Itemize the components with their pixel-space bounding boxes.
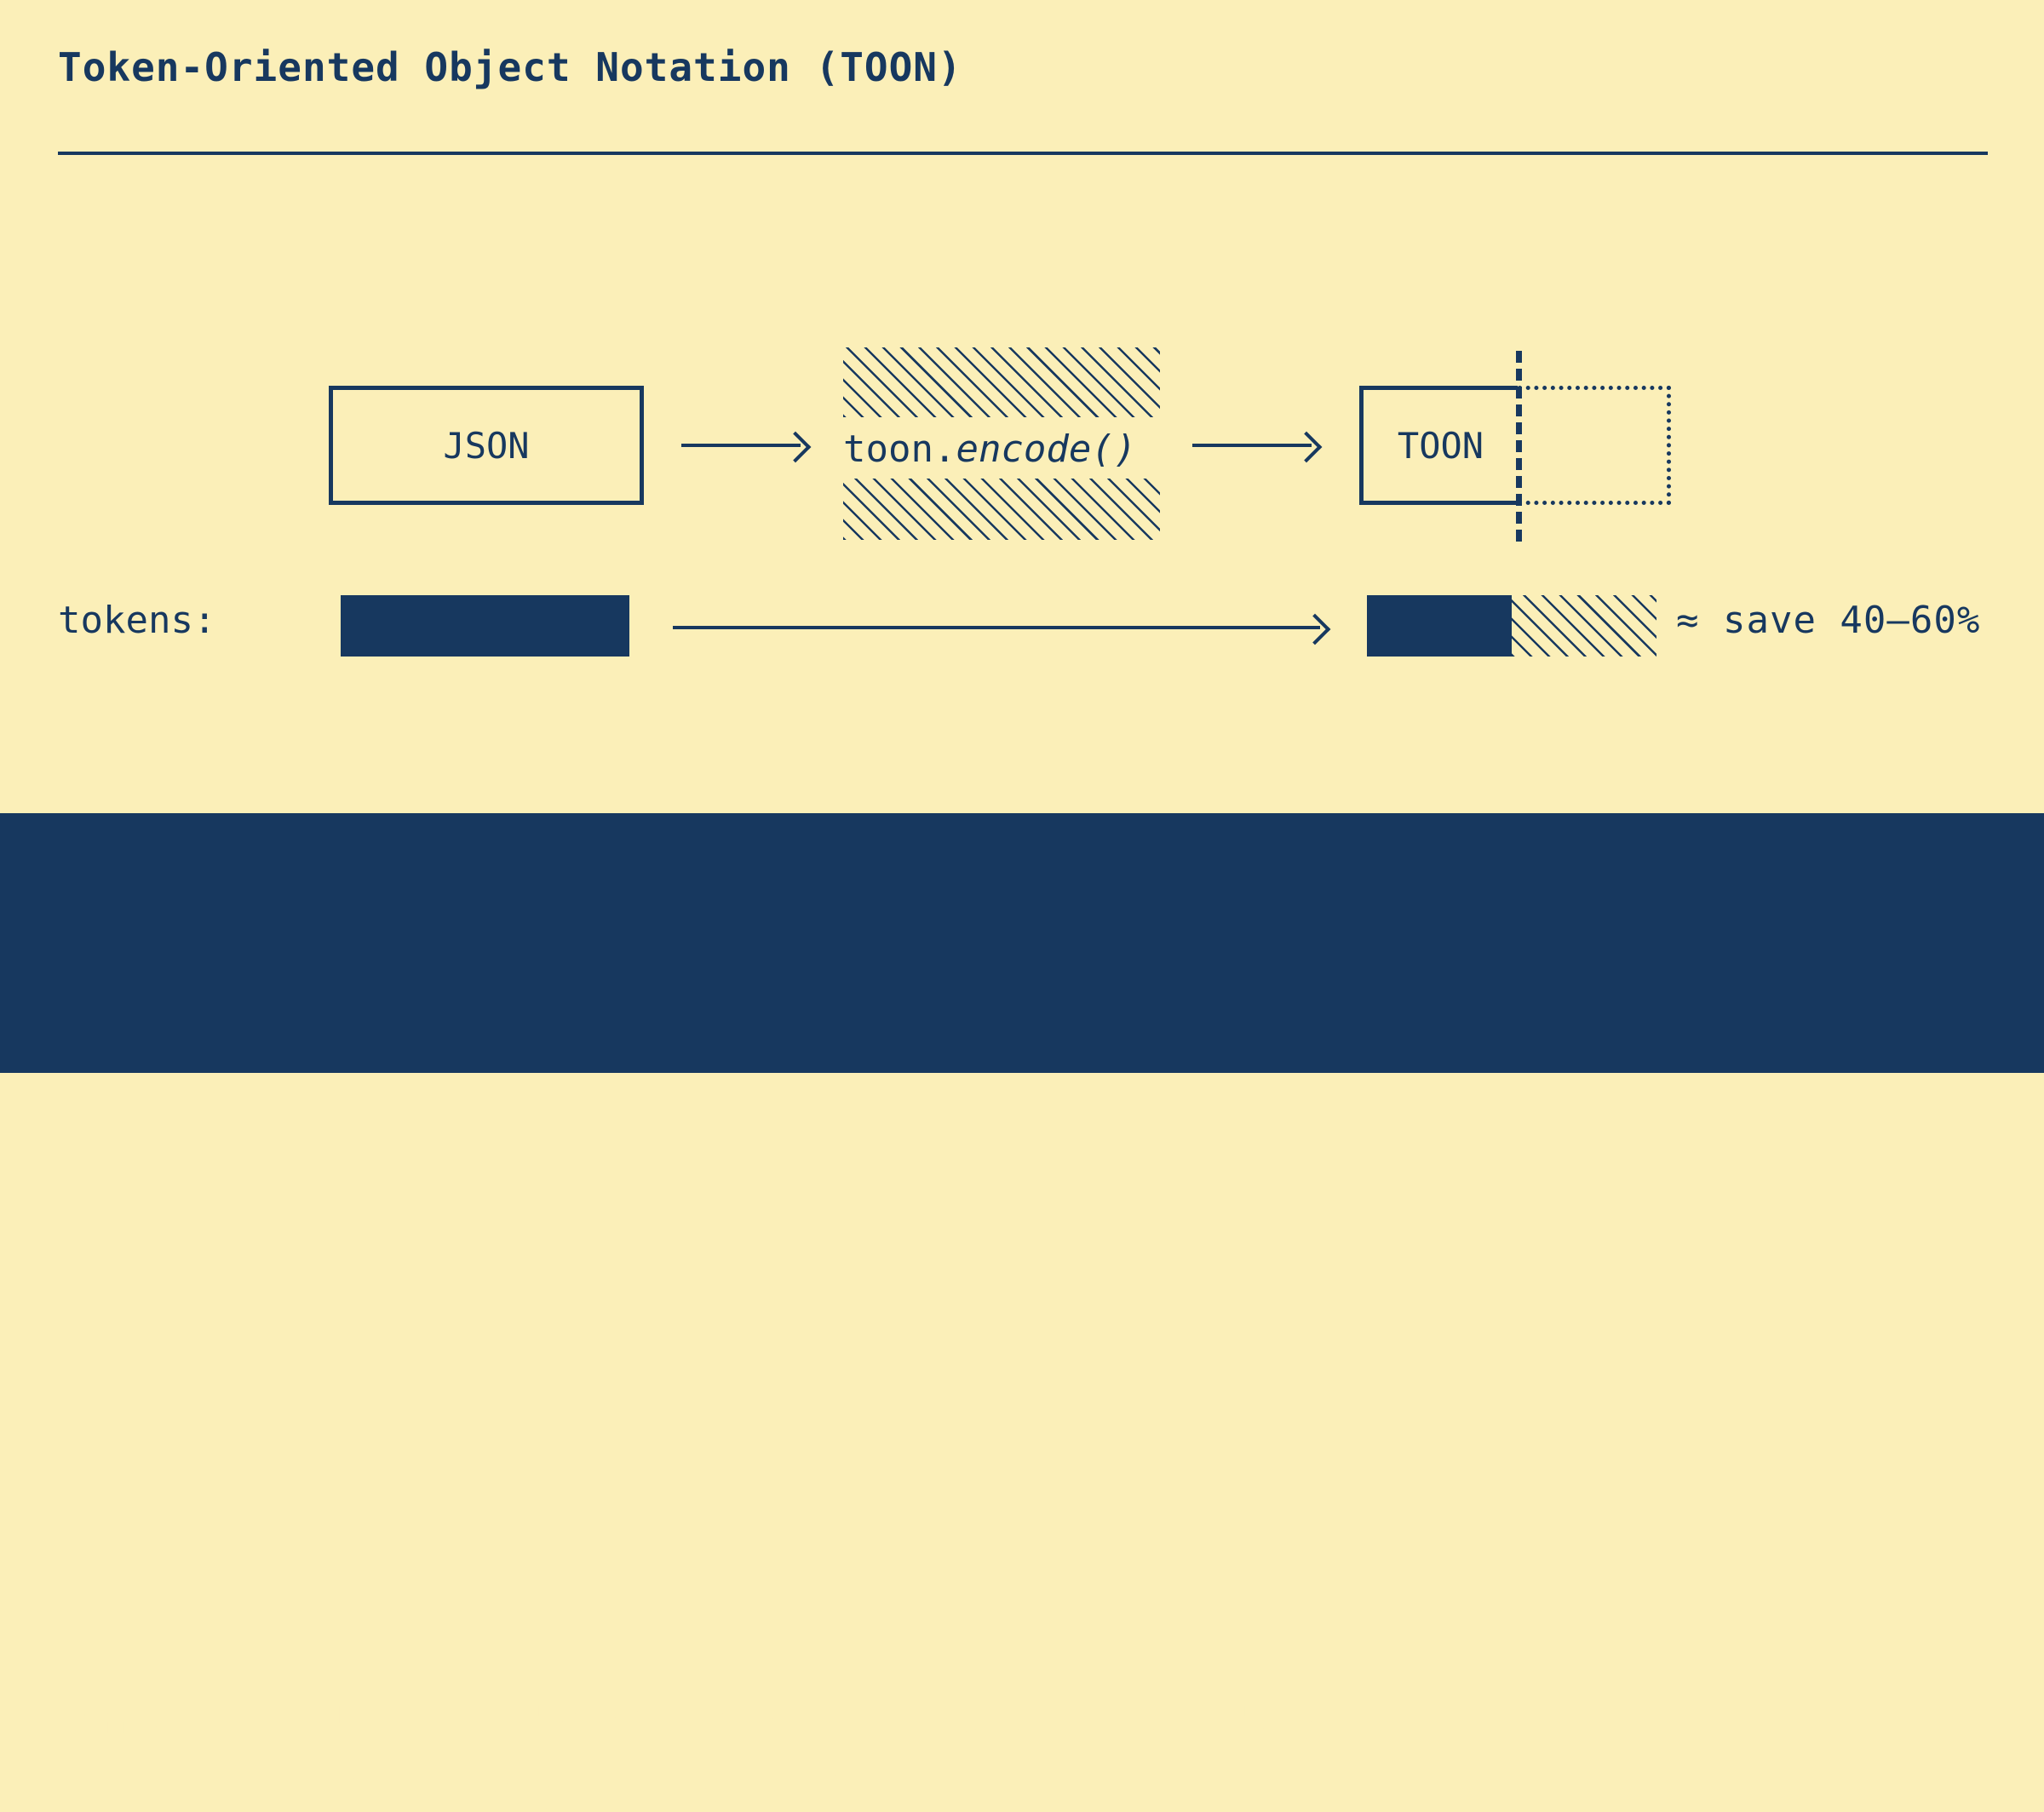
- arrow-tokens-comparison-head-icon: [1299, 613, 1331, 645]
- savings-note: ≈ save 40–60%: [1676, 599, 1981, 642]
- toon-box-divider: [1516, 351, 1522, 542]
- json-source-box: JSON: [329, 386, 644, 505]
- sample-panel: sample: JSON → { "tags": ["jazz", "chill…: [0, 813, 2044, 1812]
- arrow-json-to-encode: [681, 444, 801, 447]
- sample-row-toon-arrow-icon: →: [414, 1772, 435, 1811]
- encode-function: encode(): [956, 427, 1137, 471]
- arrow-encode-to-toon: [1192, 444, 1312, 447]
- sample-label: sample:: [58, 1699, 216, 1742]
- sample-row-json: JSON → { "tags": ["jazz", "chill", "lofi…: [322, 1699, 1322, 1742]
- encode-hatch-top: [843, 347, 1160, 417]
- title-divider: [58, 152, 1988, 155]
- toon-box-label: TOON: [1397, 424, 1484, 467]
- sample-row-toon-code: tags[3]: jazz,chill,lofi: [487, 1769, 1029, 1812]
- tokens-row-label: tokens:: [58, 599, 216, 642]
- json-box-label: JSON: [443, 424, 530, 467]
- arrow-tokens-comparison: [673, 626, 1320, 629]
- sample-row-json-kind: JSON: [322, 1699, 412, 1742]
- pipeline-diagram: JSON toon.encode() TOON tokens: ≈ save 4…: [0, 0, 2044, 813]
- hero-panel: Token-Oriented Object Notation (TOON) JS…: [0, 0, 2044, 813]
- arrow-encode-to-toon-head-icon: [1290, 431, 1323, 463]
- tokens-bar-toon-used: [1367, 595, 1512, 657]
- encode-prefix: toon.: [843, 427, 956, 471]
- encode-call-label: toon.encode(): [843, 421, 1167, 477]
- tokens-bar-json: [341, 595, 629, 657]
- sample-row-toon-kind: TOON: [322, 1769, 412, 1812]
- page-title: Token-Oriented Object Notation (TOON): [58, 44, 962, 90]
- toon-target-box: TOON: [1359, 386, 1518, 505]
- sample-row-toon: TOON → tags[3]: jazz,chill,lofi: [322, 1769, 1029, 1812]
- toon-saved-space-box: [1518, 386, 1671, 505]
- sample-row-json-arrow-icon: →: [414, 1702, 435, 1741]
- encode-hatch-bottom: [843, 479, 1160, 540]
- tokens-bar-toon-saved: [1512, 595, 1656, 657]
- sample-row-json-code: { "tags": ["jazz", "chill", "lofi"] }: [487, 1699, 1323, 1742]
- arrow-json-to-encode-head-icon: [779, 431, 812, 463]
